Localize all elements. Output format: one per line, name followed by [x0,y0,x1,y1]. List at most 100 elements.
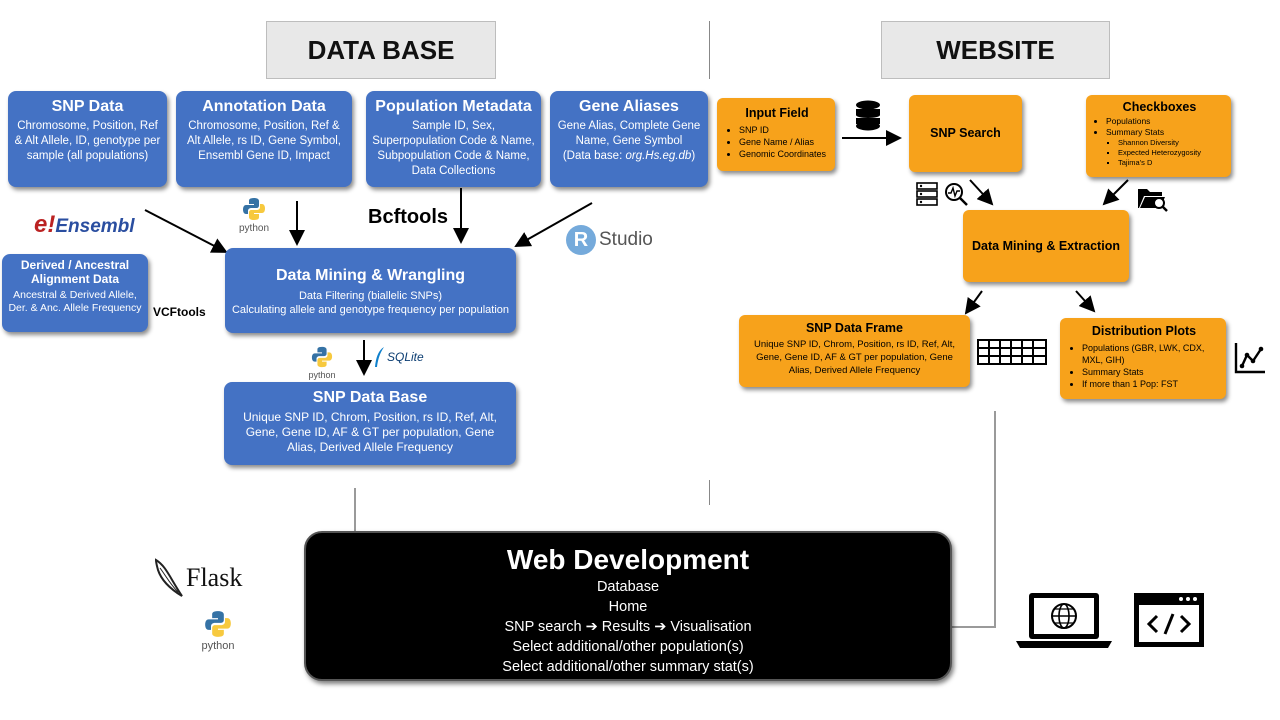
folder-search-icon [1137,184,1169,217]
box-title: SNP Data [51,98,124,115]
sqlite-logo: SQLite [373,346,424,368]
snp-database-box: SNP Data Base Unique SNP ID, Chrom, Posi… [224,382,516,465]
ensembl-e-mark: e! [34,211,56,238]
box-body: Chromosome, Position, Ref & Alt Allele, … [14,120,161,162]
box-title: Checkboxes [1122,100,1197,114]
python-icon [311,346,333,368]
webdev-line-summary-stats: Select additional/other summary stat(s) [502,659,754,675]
box-body: Unique SNP ID, Chrom, Position, rs ID, R… [243,410,497,454]
population-metadata-box: Population Metadata Sample ID, Sex, Supe… [366,91,541,187]
data-wrangling-box: Data Mining & Wrangling Data Filtering (… [225,248,516,333]
python-label: python [201,640,235,652]
website-header: WEBSITE [881,21,1110,79]
server-icon [916,182,938,211]
webdev-line-search-flow: SNP search ➔ Results ➔ Visualisation [306,617,950,637]
gene-aliases-box: Gene Aliases Gene Alias, Complete Gene N… [550,91,708,187]
box-body-extra: (Data base: [562,150,626,162]
arrow-aliases-to-wrangling [514,202,593,247]
list-item: Summary Stats [1082,366,1220,378]
bcftools-label: Bcftools [368,206,448,228]
laptop-globe-icon [1016,592,1112,655]
vcftools-label: VCFtools [153,305,206,319]
snp-data-frame-box: SNP Data Frame Unique SNP ID, Chrom, Pos… [739,315,970,387]
box-title: Population Metadata [375,98,532,115]
database-icon [855,100,881,137]
list-item: Populations [1106,116,1227,127]
list-item: Expected Heterozygosity [1118,148,1227,158]
arrow-glyph: ➔ [654,619,667,635]
table-icon [977,339,1047,370]
derived-ancestral-box: Derived / Ancestral Alignment Data Ances… [2,254,148,332]
box-title: Input Field [745,106,809,120]
sqlite-text: SQLite [387,350,424,364]
python-logo-3: python [195,610,241,652]
database-header: DATA BASE [266,21,496,79]
snp-data-box: SNP Data Chromosome, Position, Ref & Alt… [8,91,167,187]
distribution-plots-box: Distribution Plots Populations (GBR, LWK… [1060,318,1226,399]
python-logo-2: python [302,346,342,380]
list-item: Genomic Coordinates [739,148,829,160]
summary-stats-list: Shannon Diversity Expected Heterozygosit… [1106,138,1227,168]
annotation-data-box: Annotation Data Chromosome, Position, Re… [176,91,352,187]
box-title: Annotation Data [202,98,326,115]
box-body: Chromosome, Position, Ref & Alt Allele, … [186,120,342,162]
flask-horn-icon [154,558,183,597]
box-body: Ancestral & Derived Allele, Der. & Anc. … [8,289,142,314]
box-title: Data Mining & Extraction [972,238,1120,253]
flask-text: Flask [186,563,243,592]
box-body: Sample ID, Sex, Superpopulation Code & N… [372,120,535,177]
arrow-mining-to-frame [964,290,983,315]
section-divider [709,21,710,79]
checkboxes-list: Populations Summary Stats Shannon Divers… [1092,116,1227,168]
arrow-checkboxes-to-mining [1102,179,1129,206]
list-item: Summary Stats Shannon Diversity Expected… [1106,127,1227,168]
list-item: Populations (GBR, LWK, CDX, MXL, GIH) [1082,342,1220,366]
list-item: SNP ID [739,124,829,136]
arrow-search-to-mining [969,179,994,206]
section-divider [709,480,710,505]
flow-step: Visualisation [670,619,752,635]
flask-logo: Flask [152,556,242,600]
python-icon [243,198,265,220]
box-title: Gene Aliases [579,98,679,115]
sqlite-feather-icon [375,347,384,367]
arrow-mining-to-plots [1075,290,1096,313]
box-body: Gene Alias, Complete Gene Name, Gene Sym… [556,119,702,164]
input-field-box: Input Field SNP ID Gene Name / Alias Gen… [717,98,835,171]
box-body-text: Gene Alias, Complete Gene Name, Gene Sym… [557,120,701,147]
web-development-box: Web Development Database Home SNP search… [304,531,952,681]
box-title: Data Mining & Wrangling [275,267,466,284]
box-title: Web Development [506,544,750,575]
box-body-italic: org.Hs.eg.db [625,150,692,162]
box-title: SNP Search [930,126,1001,140]
list-item-label: Summary Stats [1106,127,1165,137]
box-title: SNP Data Frame [805,321,904,335]
rstudio-text: Studio [599,229,653,250]
flow-step: Results [601,619,651,635]
r-circle-icon: R [566,225,596,255]
plots-list: Populations (GBR, LWK, CDX, MXL, GIH) Su… [1068,342,1220,390]
input-field-list: SNP ID Gene Name / Alias Genomic Coordin… [725,124,829,160]
box-line-1: Data Filtering (biallelic SNPs) [298,290,443,302]
python-icon [205,611,231,637]
checkboxes-box: Checkboxes Populations Summary Stats Sha… [1086,95,1231,177]
list-item: Gene Name / Alias [739,136,829,148]
box-title: Derived / Ancestral Alignment Data [20,258,130,286]
webdev-line-home: Home [608,599,648,615]
list-item: Shannon Diversity [1118,138,1227,148]
rstudio-logo: R Studio [566,225,653,255]
flow-step: SNP search [504,619,582,635]
webdev-line-populations: Select additional/other population(s) [512,639,744,655]
snp-search-box: SNP Search [909,95,1022,172]
box-body-end: ) [691,150,696,162]
arrow-snp-to-wrangling [144,209,228,253]
list-item: If more than 1 Pop: FST [1082,378,1220,390]
data-mining-extraction-box: Data Mining & Extraction [963,210,1129,282]
python-label: python [308,370,336,380]
python-label: python [238,223,270,234]
ensembl-logo: e!Ensembl [34,211,135,239]
line-chart-icon [1234,342,1266,379]
arrow-glyph: ➔ [585,619,598,635]
search-analysis-icon [944,182,968,211]
python-logo: python [232,197,276,234]
